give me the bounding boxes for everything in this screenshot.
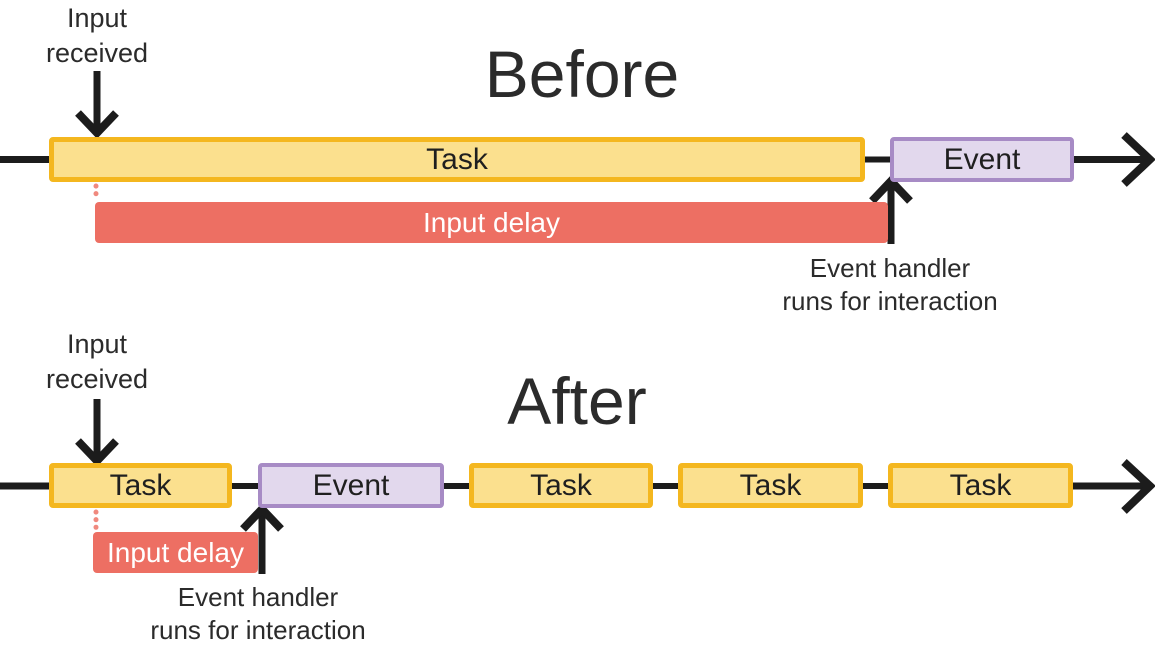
after-task-box-1: Task	[49, 463, 232, 508]
after-timeline-arrowhead-icon	[1121, 459, 1155, 514]
before-event-label: Event	[943, 142, 1021, 176]
before-task-box: Task	[49, 137, 865, 182]
after-task-box-4: Task	[888, 463, 1073, 508]
after-input-delay-bar: Input delay	[93, 532, 258, 573]
after-event-handler-arrow-icon	[240, 503, 284, 574]
after-task-label-4: Task	[949, 468, 1012, 502]
after-task-label-3: Task	[739, 468, 802, 502]
before-input-delay-label: Input delay	[423, 206, 560, 238]
before-input-received-arrow-icon	[75, 71, 119, 139]
before-timeline-axis	[0, 132, 1155, 187]
before-event-handler-label: Event handler runs for interaction	[782, 253, 998, 316]
after-event-handler-label: Event handler runs for interaction	[150, 582, 366, 645]
after-input-delay-label: Input delay	[107, 536, 244, 568]
before-event-box: Event	[890, 137, 1074, 182]
after-input-received-arrow-icon	[75, 399, 119, 467]
after-event-box: Event	[258, 463, 444, 508]
after-task-box-2: Task	[469, 463, 653, 508]
after-title: After	[507, 364, 647, 438]
after-task-box-3: Task	[678, 463, 863, 508]
after-timeline-axis	[0, 459, 1155, 514]
before-input-delay-bar: Input delay	[95, 202, 888, 243]
after-task-label-1: Task	[109, 468, 172, 502]
before-title: Before	[484, 37, 680, 111]
after-task-label-2: Task	[530, 468, 592, 502]
before-input-received-label: Input received	[45, 3, 149, 68]
before-task-label: Task	[426, 142, 488, 176]
after-input-received-label: Input received	[45, 329, 149, 394]
after-event-label: Event	[312, 468, 390, 502]
before-timeline-arrowhead-icon	[1121, 132, 1155, 187]
